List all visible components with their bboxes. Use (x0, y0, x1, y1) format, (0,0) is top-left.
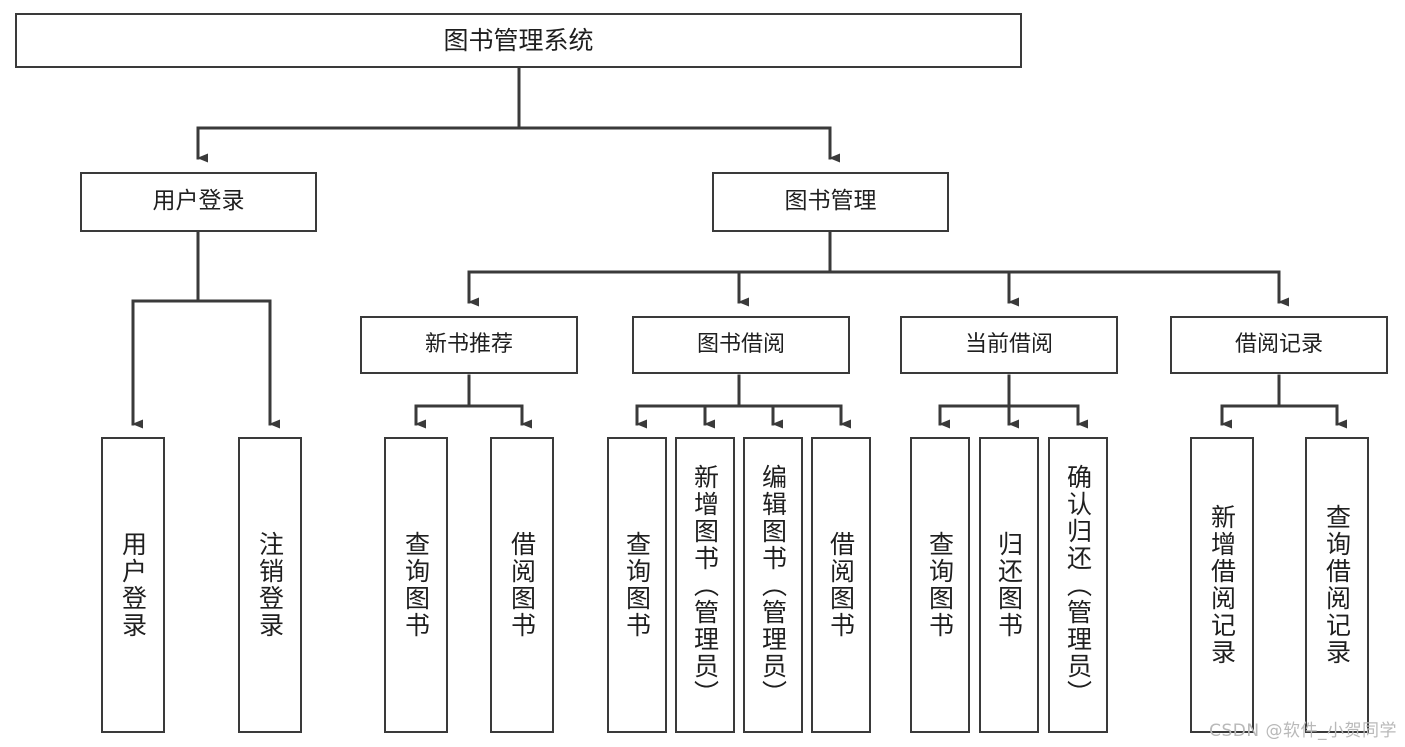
node-label: 新增借阅记录 (1207, 504, 1237, 666)
node-label: 查询图书 (925, 531, 955, 639)
node-label: 确认归还（管理员） (1063, 463, 1093, 707)
node-leaf-add-record[interactable]: 新增借阅记录 (1190, 437, 1254, 733)
node-leaf-edit-book[interactable]: 编辑图书（管理员） (743, 437, 803, 733)
node-leaf-add-book[interactable]: 新增图书（管理员） (675, 437, 735, 733)
node-label: 借阅图书 (507, 531, 537, 639)
node-root-book-management-system[interactable]: 图书管理系统 (15, 13, 1022, 68)
node-leaf-borrow-book-2[interactable]: 借阅图书 (811, 437, 871, 733)
node-label: 查询借阅记录 (1322, 504, 1352, 666)
node-label: 图书管理系统 (443, 25, 594, 55)
node-label: 图书借阅 (696, 332, 785, 358)
node-label: 查询图书 (401, 531, 431, 639)
node-new-book-recommend[interactable]: 新书推荐 (360, 316, 578, 374)
node-label: 用户登录 (118, 531, 148, 639)
node-leaf-borrow-book-1[interactable]: 借阅图书 (490, 437, 554, 733)
node-leaf-query-book-2[interactable]: 查询图书 (607, 437, 667, 733)
node-label: 用户登录 (152, 188, 245, 215)
node-book-borrow[interactable]: 图书借阅 (632, 316, 850, 374)
node-label: 借阅记录 (1234, 332, 1323, 358)
node-label: 归还图书 (994, 531, 1024, 639)
node-leaf-confirm-return[interactable]: 确认归还（管理员） (1048, 437, 1108, 733)
node-label: 注销登录 (255, 531, 285, 639)
node-leaf-return-book[interactable]: 归还图书 (979, 437, 1039, 733)
node-borrow-record[interactable]: 借阅记录 (1170, 316, 1388, 374)
node-leaf-query-record[interactable]: 查询借阅记录 (1305, 437, 1369, 733)
node-book-manage[interactable]: 图书管理 (712, 172, 949, 232)
node-label: 编辑图书（管理员） (758, 463, 788, 707)
node-current-borrow[interactable]: 当前借阅 (900, 316, 1118, 374)
node-leaf-query-book-3[interactable]: 查询图书 (910, 437, 970, 733)
node-label: 借阅图书 (826, 531, 856, 639)
node-leaf-logout-login[interactable]: 注销登录 (238, 437, 302, 733)
node-label: 图书管理 (784, 188, 877, 215)
node-label: 当前借阅 (964, 332, 1053, 358)
node-user-login[interactable]: 用户登录 (80, 172, 317, 232)
watermark-text: CSDN @软件_小贺同学 (1209, 721, 1397, 741)
node-leaf-user-login[interactable]: 用户登录 (101, 437, 165, 733)
node-label: 新书推荐 (424, 332, 513, 358)
node-leaf-query-book-1[interactable]: 查询图书 (384, 437, 448, 733)
node-label: 查询图书 (622, 531, 652, 639)
node-label: 新增图书（管理员） (690, 463, 720, 707)
